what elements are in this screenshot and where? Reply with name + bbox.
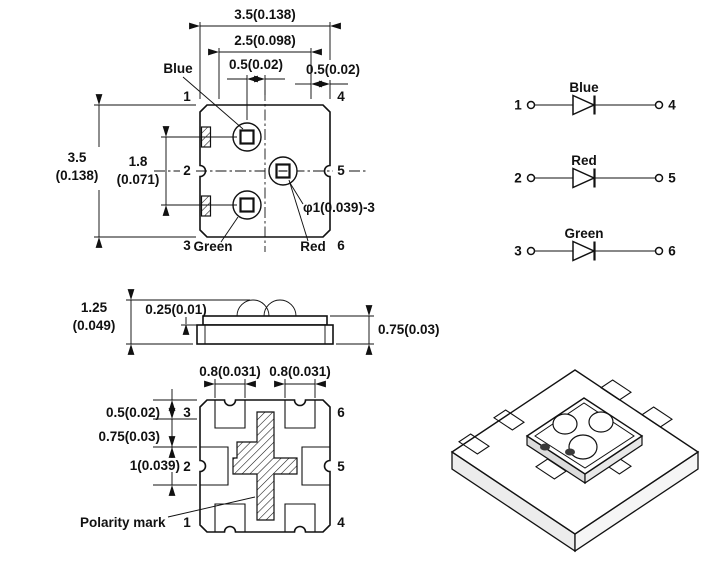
led-red <box>268 156 298 186</box>
circuit-pin-right-6: 6 <box>668 244 676 259</box>
dim-body-height: 0.75(0.03) <box>378 322 440 337</box>
pin-label-4: 4 <box>337 515 345 530</box>
side-view: 1.25 (0.049) 0.25(0.01) 0.75(0.03) <box>73 289 440 355</box>
dim-lens-diameter: φ1(0.039)-3 <box>303 200 375 215</box>
package-outline-top <box>199 104 331 238</box>
dim-height-outer-in: (0.138) <box>56 168 99 183</box>
circuit-pin-right-4: 4 <box>668 98 676 113</box>
side-view-dimension-lines <box>126 289 374 355</box>
circuit-row-blue: Blue 1 4 <box>514 80 676 116</box>
circuit-pin-left-3: 3 <box>514 244 522 259</box>
pin-label-1: 1 <box>183 89 191 104</box>
dim-total-height-in: (0.049) <box>73 318 116 333</box>
pin-label-1: 1 <box>183 515 191 530</box>
diode-icon <box>572 94 596 116</box>
circuit-pin-right-5: 5 <box>668 171 676 186</box>
solder-dot <box>565 448 575 456</box>
dim-edge-right: 0.5(0.02) <box>306 62 360 77</box>
dim-height-outer-val: 3.5 <box>68 150 87 165</box>
terminal-icon <box>654 173 664 183</box>
package-base-plate <box>196 324 334 345</box>
pin-label-2: 2 <box>183 459 191 474</box>
isometric-view <box>450 369 700 553</box>
solder-pads <box>200 400 330 532</box>
dim-mid-pad: 1(0.039) <box>130 458 180 473</box>
lens-dome-right <box>263 299 297 317</box>
pin-label-5: 5 <box>337 459 345 474</box>
dome-icon <box>568 434 598 460</box>
dim-width-inner: 2.5(0.098) <box>234 33 296 48</box>
dim-edge-offset: 0.5(0.02) <box>106 405 160 420</box>
dim-height-inner-in: (0.071) <box>117 172 160 187</box>
polarity-mark-label: Polarity mark <box>80 515 166 530</box>
diode-icon <box>572 240 596 262</box>
dome-icon <box>552 413 578 435</box>
package-top-plate <box>202 315 328 326</box>
pin-label-5: 5 <box>337 163 345 178</box>
terminal-icon <box>654 100 664 110</box>
bottom-view-dimension-lines <box>153 379 326 518</box>
dim-offset-center: 0.5(0.02) <box>229 57 283 72</box>
terminal-icon <box>526 246 536 256</box>
circuit-label-red: Red <box>571 153 597 168</box>
top-view-dimension-lines <box>94 22 348 248</box>
label-blue: Blue <box>163 61 193 76</box>
dim-height-inner-val: 1.8 <box>129 154 148 169</box>
top-view: 3.5(0.138) 2.5(0.098) 0.5(0.02) 0.5(0.02… <box>56 7 376 254</box>
pin-label-3: 3 <box>183 238 191 253</box>
dim-pad-gap: 0.75(0.03) <box>98 429 160 444</box>
circuit-label-blue: Blue <box>569 80 599 95</box>
circuit-row-green: Green 3 6 <box>514 226 676 262</box>
terminal-icon <box>526 100 536 110</box>
polarity-mark <box>232 411 298 521</box>
diode-icon <box>572 167 596 189</box>
led-green <box>232 190 262 220</box>
pin-label-4: 4 <box>337 89 345 104</box>
circuit-pin-left-1: 1 <box>514 98 522 113</box>
dim-pad-width-right: 0.8(0.031) <box>269 364 331 379</box>
circuit-row-red: Red 2 5 <box>514 153 676 189</box>
centerlines <box>154 90 368 252</box>
dome-icon <box>588 411 614 433</box>
dim-lens-base: 0.25(0.01) <box>145 302 207 317</box>
label-green: Green <box>193 239 232 254</box>
cathode-mark-bottom <box>200 195 212 217</box>
circuit-pin-left-2: 2 <box>514 171 522 186</box>
bottom-view: 0.8(0.031) 0.8(0.031) 0.5(0.02) 0.75(0.0… <box>80 364 345 533</box>
solder-dot <box>540 443 550 451</box>
led-blue <box>232 122 262 152</box>
pin-label-3: 3 <box>183 405 191 420</box>
package-outline-bottom <box>199 399 331 533</box>
dim-width-outer: 3.5(0.138) <box>234 7 296 22</box>
pin-label-6: 6 <box>337 238 345 253</box>
lens-dome-left <box>236 299 270 317</box>
dim-pad-width-left: 0.8(0.031) <box>199 364 261 379</box>
board-pads <box>458 379 673 480</box>
terminal-icon <box>526 173 536 183</box>
circuit-diagram: Blue 1 4 Red 2 5 Green 3 <box>514 80 676 262</box>
terminal-icon <box>654 246 664 256</box>
circuit-label-green: Green <box>564 226 603 241</box>
label-red: Red <box>300 239 326 254</box>
pin-label-6: 6 <box>337 405 345 420</box>
pin-label-2: 2 <box>183 163 191 178</box>
dim-total-height-val: 1.25 <box>81 300 108 315</box>
